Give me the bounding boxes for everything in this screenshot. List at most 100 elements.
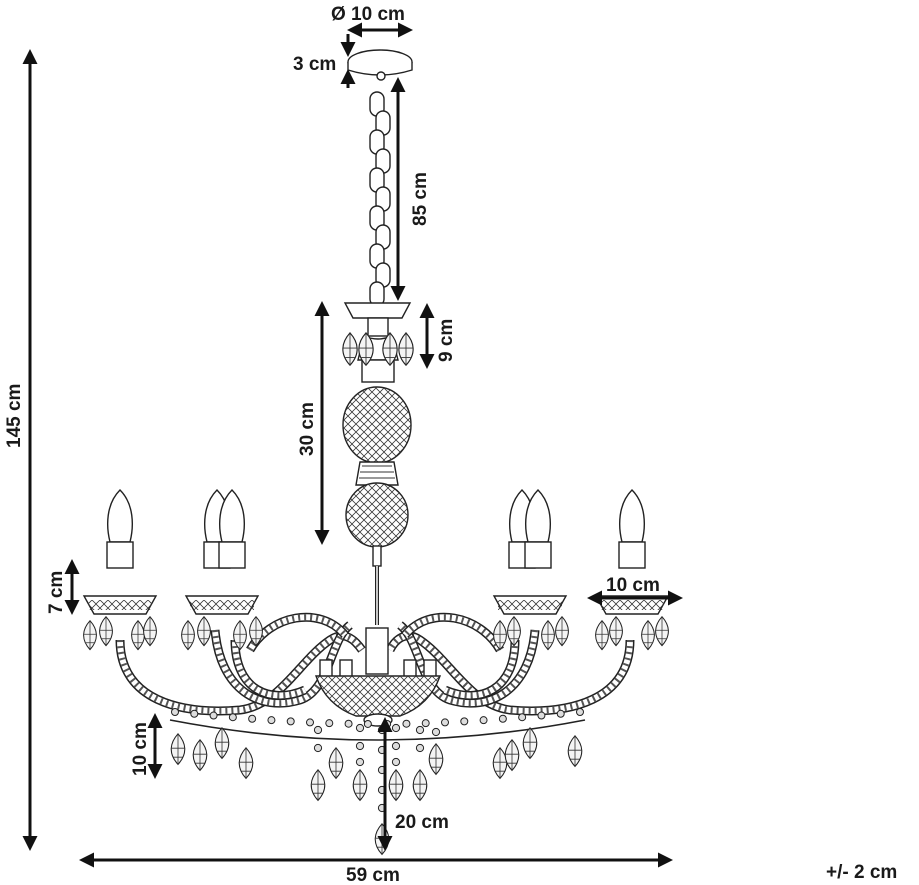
- crystal: [609, 616, 623, 647]
- crystal: [412, 769, 428, 801]
- candle: [618, 489, 646, 569]
- crystal-shape: [328, 747, 344, 779]
- chandelier-illustration: [82, 49, 670, 855]
- bead: [286, 717, 295, 726]
- crystal-shape: [214, 727, 230, 759]
- bead: [441, 718, 449, 727]
- bead: [518, 713, 527, 722]
- crystal-shape: [595, 620, 609, 651]
- candle: [106, 489, 134, 569]
- crystal: [567, 735, 583, 767]
- bead: [248, 714, 257, 723]
- crystal: [595, 620, 609, 651]
- crystal-shape: [131, 620, 145, 651]
- crystal: [641, 620, 655, 651]
- crystal: [238, 747, 254, 779]
- bead: [355, 741, 365, 751]
- label-total-height: 145 cm: [4, 384, 25, 448]
- bead: [306, 718, 314, 727]
- crystal: [170, 733, 186, 765]
- crystal-shape: [522, 727, 538, 759]
- crystal-shape: [388, 769, 404, 801]
- crystal: [428, 743, 444, 775]
- crystal-shape: [641, 620, 655, 651]
- bead: [171, 708, 179, 716]
- crystal: [197, 616, 211, 647]
- label-chain-length: 85 cm: [410, 172, 431, 226]
- bead: [415, 743, 425, 753]
- bead: [344, 719, 353, 728]
- crystal: [555, 616, 569, 647]
- label-drop-height: 10 cm: [130, 722, 151, 776]
- crystal-shape: [99, 616, 113, 647]
- central-bowl: [315, 627, 441, 727]
- crystal-shape: [170, 733, 186, 765]
- label-bottom-drop: 20 cm: [395, 812, 449, 833]
- label-tolerance: +/- 2 cm: [826, 862, 897, 883]
- crystal: [99, 616, 113, 647]
- crystal: [541, 620, 555, 651]
- bead: [415, 725, 425, 735]
- candle-shape: [618, 489, 646, 569]
- crystal-shape: [555, 616, 569, 647]
- bead: [228, 713, 237, 722]
- crystal-shape: [197, 616, 211, 647]
- bead: [479, 716, 488, 725]
- crystal-shape: [428, 743, 444, 775]
- crystal-shape: [567, 735, 583, 767]
- arm-twist: [402, 614, 503, 652]
- bead: [325, 719, 334, 728]
- crystal: [388, 769, 404, 801]
- cup-left-inner-facets: [190, 600, 254, 610]
- crystal: [214, 727, 230, 759]
- crystal: [143, 616, 157, 647]
- crystal: [310, 769, 326, 801]
- cup-right-inner-facets: [498, 600, 562, 610]
- bead: [421, 719, 430, 728]
- label-canopy-height: 3 cm: [293, 54, 336, 75]
- crystal-shape: [655, 616, 669, 647]
- arm-twist: [212, 622, 353, 707]
- bead: [355, 723, 365, 733]
- label-width: 59 cm: [346, 865, 400, 885]
- bead: [363, 719, 372, 728]
- crystal: [374, 823, 390, 855]
- bead: [313, 743, 323, 753]
- crystal-shape: [352, 769, 368, 801]
- label-candle-height: 7 cm: [46, 571, 67, 614]
- cup-right-facets: [600, 600, 664, 610]
- crystal: [352, 769, 368, 801]
- crystal: [342, 332, 358, 366]
- crystal: [131, 620, 145, 651]
- bead: [498, 714, 507, 723]
- cup-left-facets: [88, 600, 152, 610]
- crystal: [192, 739, 208, 771]
- bead: [576, 708, 584, 716]
- crystal-shape: [310, 769, 326, 801]
- crystal: [328, 747, 344, 779]
- bead: [391, 741, 401, 751]
- bead: [355, 757, 365, 767]
- crystal-shape: [342, 332, 358, 366]
- bead: [460, 717, 469, 726]
- crystal-shape: [541, 620, 555, 651]
- bead: [402, 719, 411, 728]
- bead: [209, 711, 218, 720]
- crystal-shape: [374, 823, 390, 855]
- label-cup-diameter: 10 cm: [606, 575, 660, 596]
- label-canopy-diameter: Ø 10 cm: [331, 4, 405, 25]
- bead: [391, 757, 401, 767]
- bead: [431, 727, 441, 737]
- bead: [556, 709, 565, 718]
- crystal-shape: [192, 739, 208, 771]
- arm-twist: [397, 622, 538, 707]
- chain: [369, 91, 391, 307]
- arm-inner: [443, 639, 518, 699]
- crystal-shape: [143, 616, 157, 647]
- crystal-shape: [398, 332, 414, 366]
- crystal-shape: [83, 620, 97, 651]
- bead: [391, 723, 401, 733]
- crystal: [398, 332, 414, 366]
- crystal-shape: [412, 769, 428, 801]
- crystal: [181, 620, 195, 651]
